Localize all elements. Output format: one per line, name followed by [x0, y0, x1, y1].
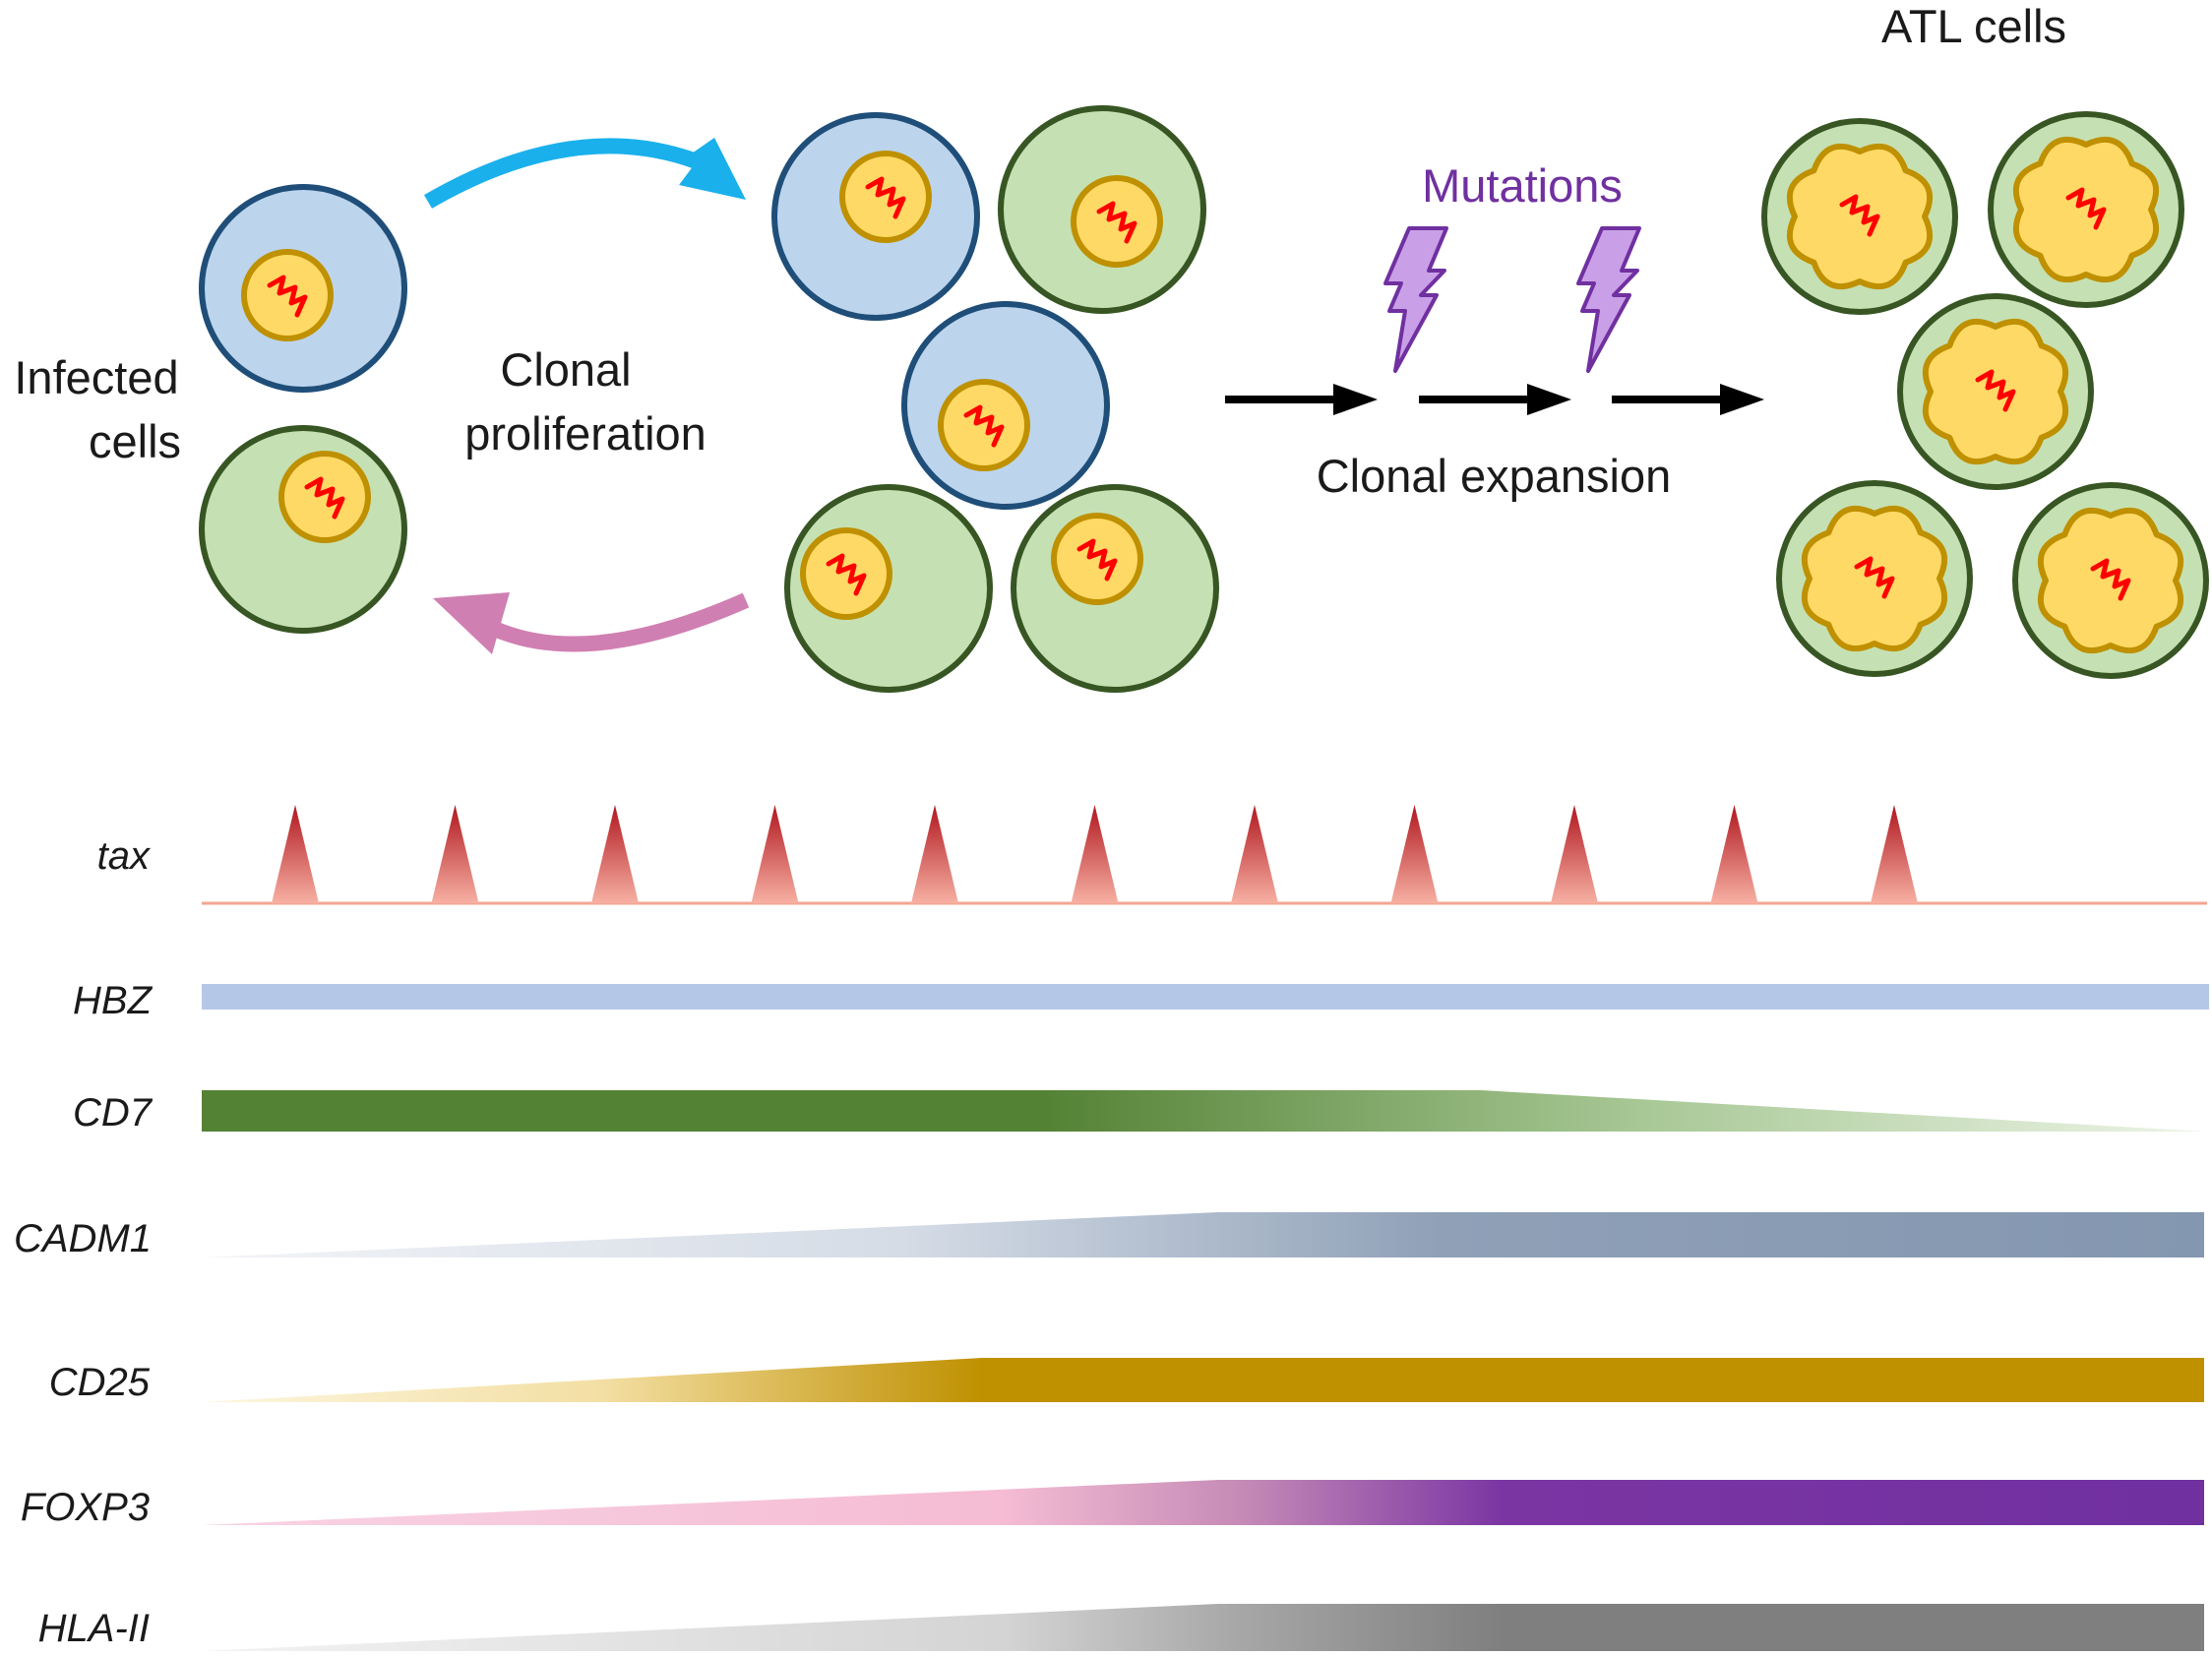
gene-label-cd25: CD25	[49, 1361, 151, 1404]
atl-flower-nucleus	[1786, 143, 1934, 290]
provirus-squiggle	[963, 404, 1005, 448]
tax-peak	[751, 805, 799, 903]
tax-peak	[911, 805, 958, 903]
provirus-squiggle	[2065, 187, 2107, 230]
provirus-squiggle	[865, 176, 906, 219]
tax-track	[202, 805, 2207, 905]
cd25-band	[202, 1358, 2204, 1402]
tax-peaks	[272, 805, 1918, 903]
pink-cycle-arrow	[433, 592, 750, 654]
atl-cell	[1761, 118, 1958, 315]
tax-peak	[591, 805, 639, 903]
gene-label-hla: HLA-II	[38, 1607, 150, 1650]
infected-cell-blue	[901, 301, 1110, 510]
hla-band	[202, 1604, 2204, 1651]
gene-label-cd7: CD7	[73, 1091, 154, 1135]
mutation-lightning-icon	[1383, 226, 1448, 373]
expansion-arrow-2	[1419, 384, 1571, 415]
expansion-arrow-3	[1612, 384, 1764, 415]
atl-flower-nucleus	[1922, 318, 2069, 465]
cell-nucleus	[278, 451, 371, 543]
provirus-squiggle	[826, 553, 867, 596]
provirus-squiggle	[1839, 194, 1880, 237]
clonal-proliferation-label-line1: Clonal	[500, 343, 631, 396]
provirus-squiggle	[1854, 556, 1895, 599]
infected-cell-green	[784, 484, 993, 693]
infected-cell-green	[998, 105, 1206, 314]
cadm1-band	[202, 1212, 2204, 1257]
atl-flower-nucleus	[1801, 505, 1948, 652]
infected-cells-label-line2: cells	[89, 415, 181, 467]
infected-cell-green	[1011, 484, 1219, 693]
foxp3-band	[202, 1480, 2204, 1525]
infected-cell-green	[199, 425, 407, 634]
provirus-squiggle	[1975, 369, 2016, 412]
atl-cell	[2012, 482, 2209, 679]
mutation-lightning-icon	[1576, 226, 1641, 373]
provirus-squiggle	[304, 476, 345, 520]
infected-cell-blue	[199, 184, 407, 393]
infected-cells-label-line1: Infected	[14, 351, 178, 403]
cell-nucleus	[1071, 175, 1163, 268]
cells-layer	[199, 105, 2209, 693]
provirus-squiggle	[2090, 558, 2131, 601]
atl-flower-nucleus	[2012, 136, 2160, 283]
tax-peak	[1551, 805, 1598, 903]
tax-peak	[431, 805, 479, 903]
cell-nucleus	[1051, 513, 1143, 605]
tax-peak	[1231, 805, 1278, 903]
mutations-label: Mutations	[1422, 159, 1623, 212]
tax-peak	[272, 805, 319, 903]
infected-cell-blue	[771, 112, 980, 321]
cell-nucleus	[241, 249, 334, 341]
gene-label-cadm1: CADM1	[14, 1217, 152, 1260]
tax-peak	[1071, 805, 1119, 903]
gene-label-foxp3: FOXP3	[21, 1486, 150, 1529]
gene-label-hbz: HBZ	[73, 979, 154, 1022]
tax-peak	[1390, 805, 1439, 903]
expansion-arrow-1	[1225, 384, 1378, 415]
atl-cell	[1776, 480, 1973, 677]
provirus-squiggle	[1076, 538, 1118, 582]
cd7-band	[202, 1090, 2207, 1132]
cell-nucleus	[800, 527, 892, 620]
cell-nucleus	[938, 379, 1030, 471]
blue-cycle-arrow	[423, 138, 746, 209]
atl-cell	[1897, 293, 2094, 490]
tax-peak	[1871, 805, 1918, 903]
tax-peak	[1710, 805, 1758, 903]
provirus-squiggle	[267, 275, 308, 318]
clonal-proliferation-label-line2: proliferation	[464, 407, 707, 460]
provirus-squiggle	[1096, 201, 1137, 244]
cell-nucleus	[839, 151, 932, 243]
atl-cell	[1988, 111, 2184, 308]
gene-label-tax: tax	[97, 834, 152, 878]
hbz-band	[202, 984, 2209, 1010]
atl-flower-nucleus	[2037, 507, 2184, 654]
atl-cells-label: ATL cells	[1881, 0, 2066, 52]
clonal-expansion-label: Clonal expansion	[1317, 450, 1672, 502]
